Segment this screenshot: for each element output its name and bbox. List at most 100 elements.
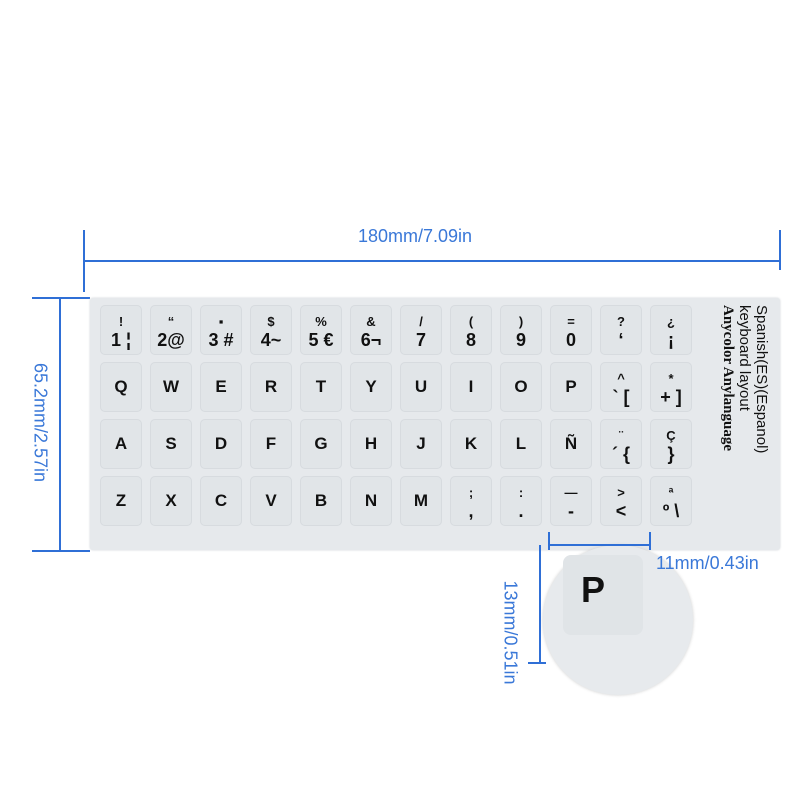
key-main-glyph: º \ xyxy=(662,501,680,521)
key-main-glyph: Q xyxy=(114,377,128,396)
key-main-glyph: H xyxy=(364,434,378,453)
key-shift-glyph: ▪ xyxy=(218,314,224,329)
key-shift-glyph: ? xyxy=(617,314,625,329)
key-main-glyph: K xyxy=(464,434,478,453)
key-sticker: /7 xyxy=(400,305,442,355)
width-dimension-line xyxy=(84,260,781,262)
key-sticker: F xyxy=(250,419,292,469)
height-dimension-tick-top xyxy=(32,297,90,299)
key-sticker: R xyxy=(250,362,292,412)
key-shift-glyph: ( xyxy=(468,314,474,329)
key-main-glyph: . xyxy=(518,501,524,521)
key-sticker: %5 € xyxy=(300,305,342,355)
key-main-glyph: L xyxy=(515,434,527,453)
key-sticker: G xyxy=(300,419,342,469)
key-main-glyph: U xyxy=(414,377,428,396)
key-main-glyph: D xyxy=(214,434,228,453)
key-main-glyph: A xyxy=(114,434,128,453)
key-main-glyph: ´ { xyxy=(612,444,630,464)
key-height-label: 13mm/0.51in xyxy=(500,580,521,685)
key-main-glyph: M xyxy=(413,491,429,510)
key-sticker: ▪3 # xyxy=(200,305,242,355)
key-main-glyph: R xyxy=(264,377,278,396)
key-main-glyph: 5 € xyxy=(308,330,334,350)
key-shift-glyph: ! xyxy=(118,314,124,329)
key-main-glyph: B xyxy=(314,491,328,510)
width-dimension-tick-right xyxy=(779,230,781,270)
key-shift-glyph: % xyxy=(315,314,327,329)
key-main-glyph: E xyxy=(215,377,227,396)
key-shift-glyph: = xyxy=(567,314,575,329)
key-main-glyph: T xyxy=(315,377,327,396)
key-main-glyph: Ñ xyxy=(564,434,578,453)
key-main-glyph: - xyxy=(568,501,574,521)
key-main-glyph: , xyxy=(468,501,474,521)
key-sticker: P xyxy=(550,362,592,412)
key-sticker: U xyxy=(400,362,442,412)
key-main-glyph: J xyxy=(416,434,426,453)
key-sticker: Y xyxy=(350,362,392,412)
width-dimension-tick-left xyxy=(83,230,85,292)
key-width-tick-right xyxy=(649,532,651,550)
key-sticker: Ç} xyxy=(650,419,692,469)
key-sticker: !1 ¦ xyxy=(100,305,142,355)
key-main-glyph: I xyxy=(468,377,474,396)
height-dimension-tick-bottom xyxy=(32,550,90,552)
key-sticker: —- xyxy=(550,476,592,526)
key-shift-glyph: : xyxy=(518,485,524,500)
key-main-glyph: F xyxy=(265,434,277,453)
key-sticker: (8 xyxy=(450,305,492,355)
key-main-glyph: } xyxy=(667,444,675,464)
layout-tagline: Anycolor Anylanguage xyxy=(720,305,736,451)
key-sticker: ¿¡ xyxy=(650,305,692,355)
key-shift-glyph: — xyxy=(564,485,578,500)
key-sticker: B xyxy=(300,476,342,526)
height-dimension-line xyxy=(59,298,61,552)
key-width-line xyxy=(548,544,650,546)
key-shift-glyph: * xyxy=(668,371,674,386)
key-main-glyph: ¡ xyxy=(668,330,674,350)
key-main-glyph: O xyxy=(514,377,528,396)
key-main-glyph: W xyxy=(162,377,180,396)
key-sticker: X xyxy=(150,476,192,526)
key-sticker: T xyxy=(300,362,342,412)
key-sticker: N xyxy=(350,476,392,526)
key-sticker: L xyxy=(500,419,542,469)
layout-description: Spanish(ES)(Espanol) keyboard layout Any… xyxy=(700,305,770,545)
magnified-key-sticker: P xyxy=(563,555,643,635)
key-height-line xyxy=(539,545,541,663)
key-sticker: K xyxy=(450,419,492,469)
key-main-glyph: Z xyxy=(115,491,127,510)
key-main-glyph: 3 # xyxy=(208,330,234,350)
key-shift-glyph: “ xyxy=(167,314,175,329)
key-main-glyph: ‘ xyxy=(618,330,624,350)
key-sticker: S xyxy=(150,419,192,469)
key-main-glyph: Y xyxy=(365,377,377,396)
key-shift-glyph: ) xyxy=(518,314,524,329)
key-main-glyph: N xyxy=(364,491,378,510)
key-sticker: J xyxy=(400,419,442,469)
key-sticker: I xyxy=(450,362,492,412)
key-sticker: M xyxy=(400,476,442,526)
key-sticker: >< xyxy=(600,476,642,526)
key-main-glyph: C xyxy=(214,491,228,510)
key-sticker: O xyxy=(500,362,542,412)
key-main-glyph: G xyxy=(314,434,328,453)
layout-subtitle: keyboard layout xyxy=(736,305,753,411)
key-sticker: &6¬ xyxy=(350,305,392,355)
key-shift-glyph: ª xyxy=(668,485,674,500)
key-shift-glyph: ^ xyxy=(617,371,625,386)
key-main-glyph: V xyxy=(265,491,277,510)
key-main-glyph: 7 xyxy=(415,330,426,350)
key-sticker: A xyxy=(100,419,142,469)
key-main-glyph: 4~ xyxy=(260,330,282,350)
layout-title: Spanish(ES)(Espanol) xyxy=(753,305,770,454)
key-sticker: V xyxy=(250,476,292,526)
key-shift-glyph: & xyxy=(366,314,376,329)
key-sticker: W xyxy=(150,362,192,412)
key-main-glyph: < xyxy=(615,501,627,521)
key-sticker: H xyxy=(350,419,392,469)
key-shift-glyph: > xyxy=(617,485,625,500)
